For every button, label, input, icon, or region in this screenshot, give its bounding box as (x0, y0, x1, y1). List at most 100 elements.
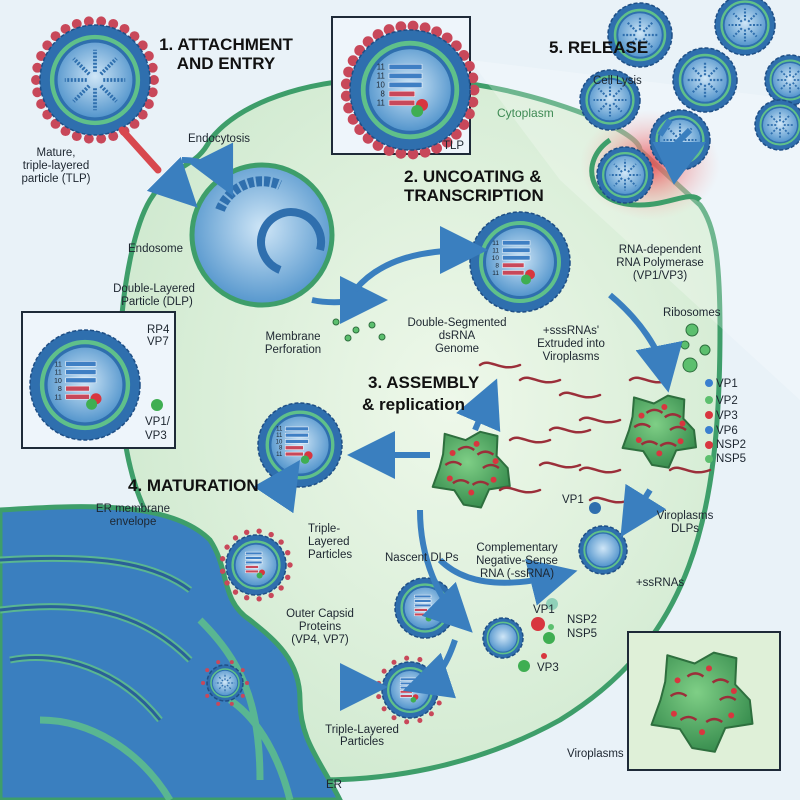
genome-strand (626, 21, 638, 33)
spike-protein (147, 62, 158, 73)
viroplasm-inset (650, 651, 754, 753)
segment-number: 10 (492, 255, 500, 262)
rna-strand (659, 441, 677, 448)
label-outer-capsid: Outer Capsid (286, 608, 354, 620)
spike-protein (285, 574, 291, 580)
spike-protein (96, 16, 107, 27)
spike-protein (340, 90, 352, 102)
dlp-in-endosome (257, 208, 326, 274)
core (605, 155, 645, 195)
spike-protein (268, 592, 274, 599)
label-tlp-upper: Particles (308, 549, 352, 561)
dsrna-segment (65, 377, 97, 384)
label-membrane-perforation: Membrane (266, 331, 321, 343)
segment-number: 11 (54, 393, 61, 401)
core (586, 533, 620, 567)
vp3-capping-enzyme (256, 572, 263, 579)
flow-arrows (146, 120, 690, 711)
mrna-strand (478, 361, 522, 369)
capsid-fragment (368, 321, 376, 329)
free-vp3 (518, 660, 530, 672)
label-free-vp1: VP1 (533, 604, 555, 616)
mrna-strand (498, 486, 542, 494)
spike-protein (119, 23, 130, 34)
segment-number: 11 (276, 452, 283, 458)
segment-number: 11 (54, 369, 61, 377)
genome-strand (217, 675, 224, 682)
spike-protein (224, 544, 230, 550)
vp3-capping-enzyme (411, 105, 424, 117)
rna-strand (664, 413, 682, 419)
spike-protein (395, 21, 407, 33)
spike-protein (143, 51, 154, 61)
label-er-membrane: envelope (110, 516, 157, 528)
spike-protein (381, 706, 387, 712)
spike-protein (428, 711, 434, 717)
budding-particle (219, 528, 293, 602)
genome-strand (642, 21, 654, 33)
label-genome: dsRNA (439, 330, 476, 342)
spike-protein (205, 668, 210, 673)
vp3-capping-enzyme (86, 398, 98, 410)
label-tlp-upper: Layered (308, 536, 350, 548)
viroplasm-center (431, 430, 511, 509)
dsrna-segment (502, 270, 525, 276)
label-membrane-perforation: Perforation (265, 344, 321, 356)
protein-dot (473, 440, 480, 447)
label-tlp-inset: TLP (443, 140, 464, 152)
protein-legend-dot (705, 441, 713, 449)
label-nsp5: NSP5 (716, 453, 746, 465)
free-nsp5 (543, 632, 555, 644)
protein-dot (699, 729, 706, 736)
segment-number: 11 (54, 360, 61, 368)
genome-strand (597, 102, 608, 113)
spike-protein (268, 531, 274, 538)
dsrna-segment (502, 255, 531, 261)
dsrna-segment (65, 394, 90, 400)
rna-strand (705, 717, 723, 724)
label-endosome: Endosome (128, 243, 183, 255)
core (683, 58, 727, 102)
segment-number: 11 (492, 240, 499, 247)
lysis-membrane (589, 137, 702, 208)
free-vp1 (531, 617, 545, 631)
vp3-capping-enzyme (425, 615, 432, 622)
spike-protein (108, 131, 119, 142)
spike-protein (417, 717, 423, 723)
genome-strand (626, 37, 638, 49)
mature-tlp-particle (31, 16, 159, 144)
protein-legend-dot (705, 379, 713, 387)
mrna-strand (668, 466, 712, 474)
viroplasm-dlp (578, 525, 628, 575)
segment-number: 10 (54, 377, 62, 385)
dsrna-segment (285, 439, 309, 444)
released-virion (754, 99, 800, 151)
spike-protein (83, 16, 94, 27)
label-vp1: VP1 (716, 378, 738, 390)
label-mature-tlp: triple-layered (23, 160, 89, 172)
stage3-title-line2: & replication (362, 395, 465, 414)
inner-capsid (210, 668, 240, 698)
viroplasm-body (650, 651, 754, 753)
spike-protein (108, 18, 119, 29)
rna-strand (645, 408, 664, 414)
inner-capsid (769, 59, 800, 101)
dsrna-segment (399, 694, 413, 698)
spike-protein (407, 148, 419, 160)
spike-protein (216, 660, 221, 665)
genome-strand (217, 684, 224, 691)
label-outer-capsid: Proteins (299, 621, 341, 633)
spike-protein (467, 96, 479, 108)
dsrna-segment (399, 690, 413, 694)
dsrna-segment (245, 556, 263, 560)
genome-strand (707, 66, 719, 78)
genome-strand (613, 163, 623, 173)
spike-protein (96, 133, 107, 144)
spike-protein (229, 701, 234, 706)
spike-protein (417, 657, 423, 663)
spike-protein (340, 78, 352, 90)
endoplasmic-reticulum (0, 504, 343, 800)
protein-dot (730, 688, 737, 695)
